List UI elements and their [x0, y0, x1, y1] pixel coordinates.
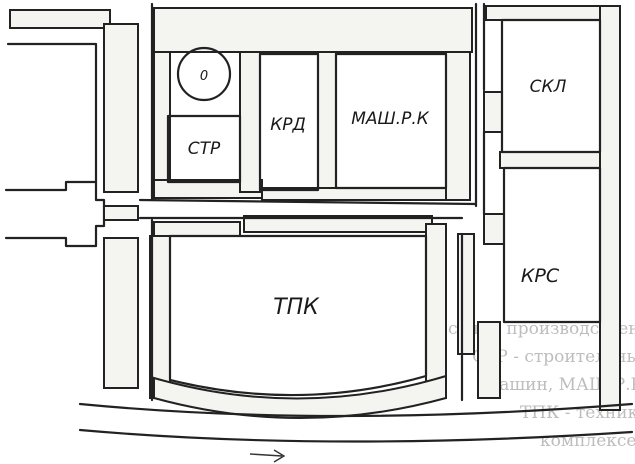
- road-bottom-lower: [78, 428, 634, 443]
- belt-tpk-right: [425, 223, 447, 399]
- zone-tpk: [168, 234, 428, 397]
- zone-str: [166, 114, 242, 184]
- belt-skl-bottom: [499, 151, 601, 169]
- belt-krs-corner: [483, 213, 505, 245]
- water-tower: [176, 46, 232, 102]
- bleed-line-3: машин, МАШ.Р.К - ремонтно-механический: [486, 375, 635, 395]
- road-cross-top: [138, 198, 478, 206]
- belt-krd-right: [317, 51, 337, 193]
- label-mash: МАШ.Р.К: [351, 109, 430, 129]
- road-bottom-upper: [78, 402, 634, 418]
- belt-krs-bottom-left: [477, 321, 501, 399]
- label-str: СТР: [188, 139, 221, 159]
- belt-left-mid: [103, 205, 139, 221]
- zone-krs: [502, 166, 602, 324]
- zone-skl: [500, 18, 602, 154]
- bleed-line-2: СТР - строительный комплекс, КРД - ко: [472, 347, 635, 367]
- label-skl: СКЛ: [530, 77, 567, 97]
- belt-skl-left: [483, 91, 503, 133]
- zone-labels: 0 СТР КРД МАШ.Р.К СКЛ КРС ТПК: [188, 69, 567, 320]
- belt-top-left: [9, 9, 111, 29]
- direction-arrow: [249, 449, 286, 463]
- label-krs: КРС: [521, 265, 560, 287]
- belt-mash-right: [445, 51, 471, 201]
- belt-left-lower: [103, 237, 139, 389]
- zones: [166, 18, 602, 397]
- zone-krd: [258, 52, 320, 192]
- belt-skl-top: [485, 5, 603, 21]
- belt-top: [153, 7, 473, 53]
- label-pond: 0: [200, 69, 208, 84]
- roads: [78, 2, 634, 463]
- label-krd: КРД: [270, 115, 306, 135]
- belt-right-edge: [599, 5, 621, 411]
- left-road-edge: [6, 42, 98, 184]
- belt-tpk-top-left: [153, 221, 241, 237]
- belt-str-right: [239, 51, 261, 193]
- label-tpk: ТПК: [273, 295, 320, 320]
- belt-right-road: [457, 233, 475, 355]
- belt-left-upper: [103, 23, 139, 193]
- road-right-edge: [460, 2, 478, 402]
- entrance-gate: [4, 180, 106, 248]
- zone-mash: [334, 52, 448, 190]
